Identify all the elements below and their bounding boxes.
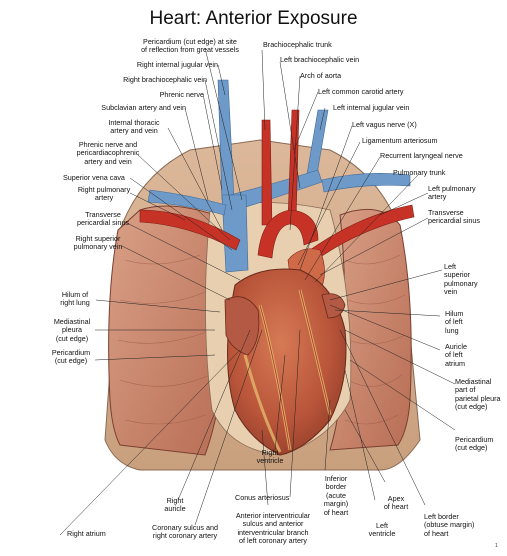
label-hilum-left-lung: Hilum of left lung — [445, 309, 464, 335]
label-right-auricle: Right auricle — [164, 496, 186, 514]
label-right-internal-jugular-vein: Right internal jugular vein — [136, 60, 218, 69]
label-left-common-carotid-artery: Left common carotid artery — [318, 87, 404, 96]
label-left-border: Left border (obtuse margin) of heart — [424, 512, 475, 538]
label-mediastinal-parietal-pleura: Mediastinal part of parietal pleura (cut… — [455, 377, 501, 412]
corner-mark: 1 — [495, 543, 498, 549]
label-right-brachiocephalic-vein: Right brachiocephalic vein — [123, 75, 207, 84]
label-right-atrium: Right atrium — [67, 529, 106, 538]
label-transverse-pericardial-sinus-right: Transverse pericardial sinus — [77, 210, 129, 228]
label-transverse-pericardial-sinus-left: Transverse pericardial sinus — [428, 208, 480, 226]
label-right-ventricle: Right ventricle — [256, 448, 284, 466]
label-conus-arteriosus: Conus arteriosus — [235, 493, 290, 502]
brachiocephalic-trunk-shape — [261, 119, 273, 226]
label-pericardium-cut-edge-left: Pericardium (cut edge) — [51, 348, 91, 366]
label-pulmonary-trunk: Pulmonary trunk — [393, 168, 446, 177]
label-left-internal-jugular-vein: Left internal jugular vein — [333, 103, 410, 112]
label-phrenic-nerve: Phrenic nerve — [159, 90, 204, 99]
label-left-superior-pulmonary-vein: Left superior pulmonary vein — [444, 262, 478, 297]
subclavian-vein-left-shape — [147, 189, 227, 216]
right-pulmonary-artery-shape — [139, 209, 241, 251]
label-auricle-left-atrium: Auricle of left atrium — [445, 342, 467, 368]
label-subclavian-artery-and-vein: Subclavian artery and vein — [101, 103, 186, 112]
label-ligamentum-arteriosum: Ligamentum arteriosum — [362, 136, 438, 145]
arch-of-aorta-shape — [257, 209, 319, 259]
label-left-brachiocephalic-vein: Left brachiocephalic vein — [280, 55, 360, 64]
label-recurrent-laryngeal-nerve: Recurrent laryngeal nerve — [380, 151, 463, 160]
label-left-ventricle: Left ventricle — [368, 521, 396, 539]
label-brachiocephalic-trunk: Brachiocephalic trunk — [263, 40, 332, 49]
label-right-pulmonary-artery: Right pulmonary artery — [77, 185, 131, 203]
label-pericardium-cut-edge-right: Pericardium (cut edge) — [455, 435, 494, 453]
left-auricle-shape — [321, 293, 346, 319]
label-anterior-interventricular: Anterior interventricular sulcus and ant… — [235, 511, 311, 546]
lung-texture — [117, 254, 406, 425]
label-apex-of-heart: Apex of heart — [383, 494, 409, 512]
label-right-superior-pulmonary-vein: Right superior pulmonary vein — [73, 234, 123, 252]
label-pericardium-cut-great-vessels: Pericardium (cut edge) at site of reflec… — [141, 37, 239, 55]
coronary-vessels — [259, 289, 331, 451]
label-internal-thoracic-artery-and-vein: Internal thoracic artery and vein — [108, 118, 160, 136]
subclavian-vein-right-shape — [321, 173, 411, 193]
label-left-vagus-nerve: Left vagus nerve (X) — [352, 120, 417, 129]
right-auricle-shape — [224, 296, 260, 356]
diagram-title: Heart: Anterior Exposure — [149, 8, 358, 29]
superior-vena-cava-shape — [221, 194, 249, 273]
label-arch-of-aorta: Arch of aorta — [300, 71, 342, 80]
label-inferior-border: Inferior border (acute margin) of heart — [323, 474, 349, 517]
label-superior-vena-cava: Superior vena cava — [63, 173, 125, 182]
label-mediastinal-pleura: Mediastinal pleura (cut edge) — [53, 317, 91, 343]
left-brachiocephalic-vein-shape — [229, 169, 323, 211]
label-hilum-right-lung: Hilum of right lung — [60, 290, 90, 308]
label-left-pulmonary-artery: Left pulmonary artery — [428, 184, 476, 202]
left-pulmonary-artery-shape — [309, 204, 415, 261]
label-phrenic-nerve-pericardiacophrenic: Phrenic nerve and pericardiacophrenic ar… — [76, 140, 140, 166]
label-coronary-sulcus: Coronary sulcus and right coronary arter… — [152, 523, 218, 541]
leader-lines — [59, 47, 456, 536]
